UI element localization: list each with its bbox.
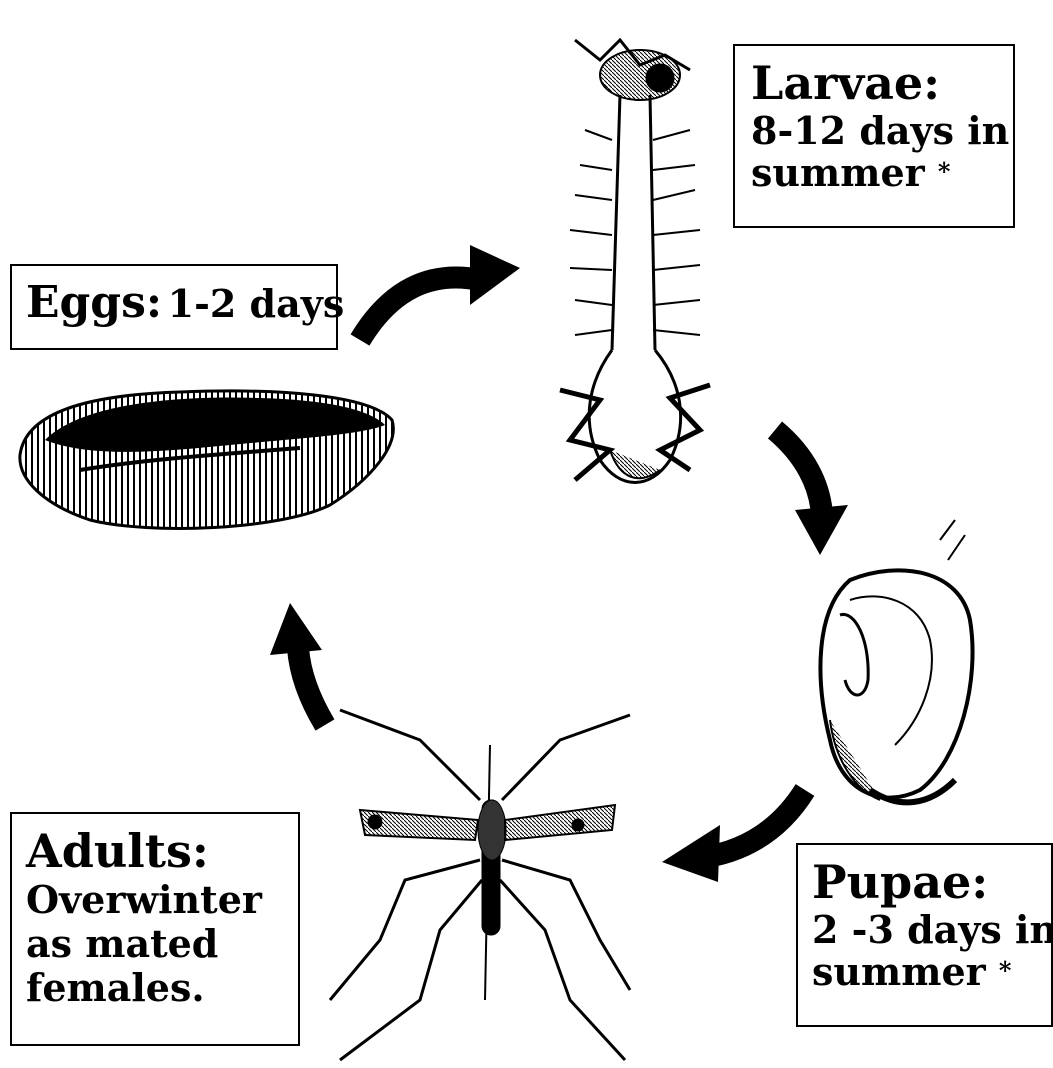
larvae-stage-box: Larvae: 8-12 days in summer * — [733, 44, 1015, 228]
larva-image — [560, 40, 710, 483]
larvae-stage-name: Larvae: — [751, 58, 997, 110]
adults-detail-line-2: as mated — [26, 922, 284, 966]
eggs-stage-duration: 1-2 days — [168, 281, 345, 326]
adults-detail-line-3: females. — [26, 966, 284, 1010]
pupae-stage-season: summer * — [812, 951, 1037, 994]
pupae-stage-duration: 2 -3 days in — [812, 909, 1037, 952]
egg-raft-image — [20, 391, 393, 528]
pupae-footnote-mark: * — [999, 956, 1012, 985]
arrow-pupae-to-adults-icon — [662, 790, 805, 882]
larvae-stage-duration: 8-12 days in — [751, 110, 997, 153]
pupae-stage-name: Pupae: — [812, 857, 1037, 909]
adults-detail-line-1: Overwinter — [26, 878, 284, 922]
pupa-image — [820, 520, 972, 802]
adults-stage-name: Adults: — [26, 826, 284, 878]
larvae-stage-season: summer * — [751, 152, 997, 195]
adult-mosquito-image — [330, 710, 630, 1060]
eggs-stage-box: Eggs: 1-2 days — [10, 264, 338, 350]
larvae-footnote-mark: * — [938, 157, 951, 186]
arrow-adults-to-eggs-icon — [270, 603, 325, 725]
arrow-eggs-to-larvae-icon — [360, 245, 520, 340]
eggs-stage-name: Eggs: — [26, 277, 162, 328]
pupae-stage-box: Pupae: 2 -3 days in summer * — [796, 843, 1053, 1027]
arrow-larvae-to-pupae-icon — [775, 430, 848, 555]
adults-stage-box: Adults: Overwinter as mated females. — [10, 812, 300, 1046]
